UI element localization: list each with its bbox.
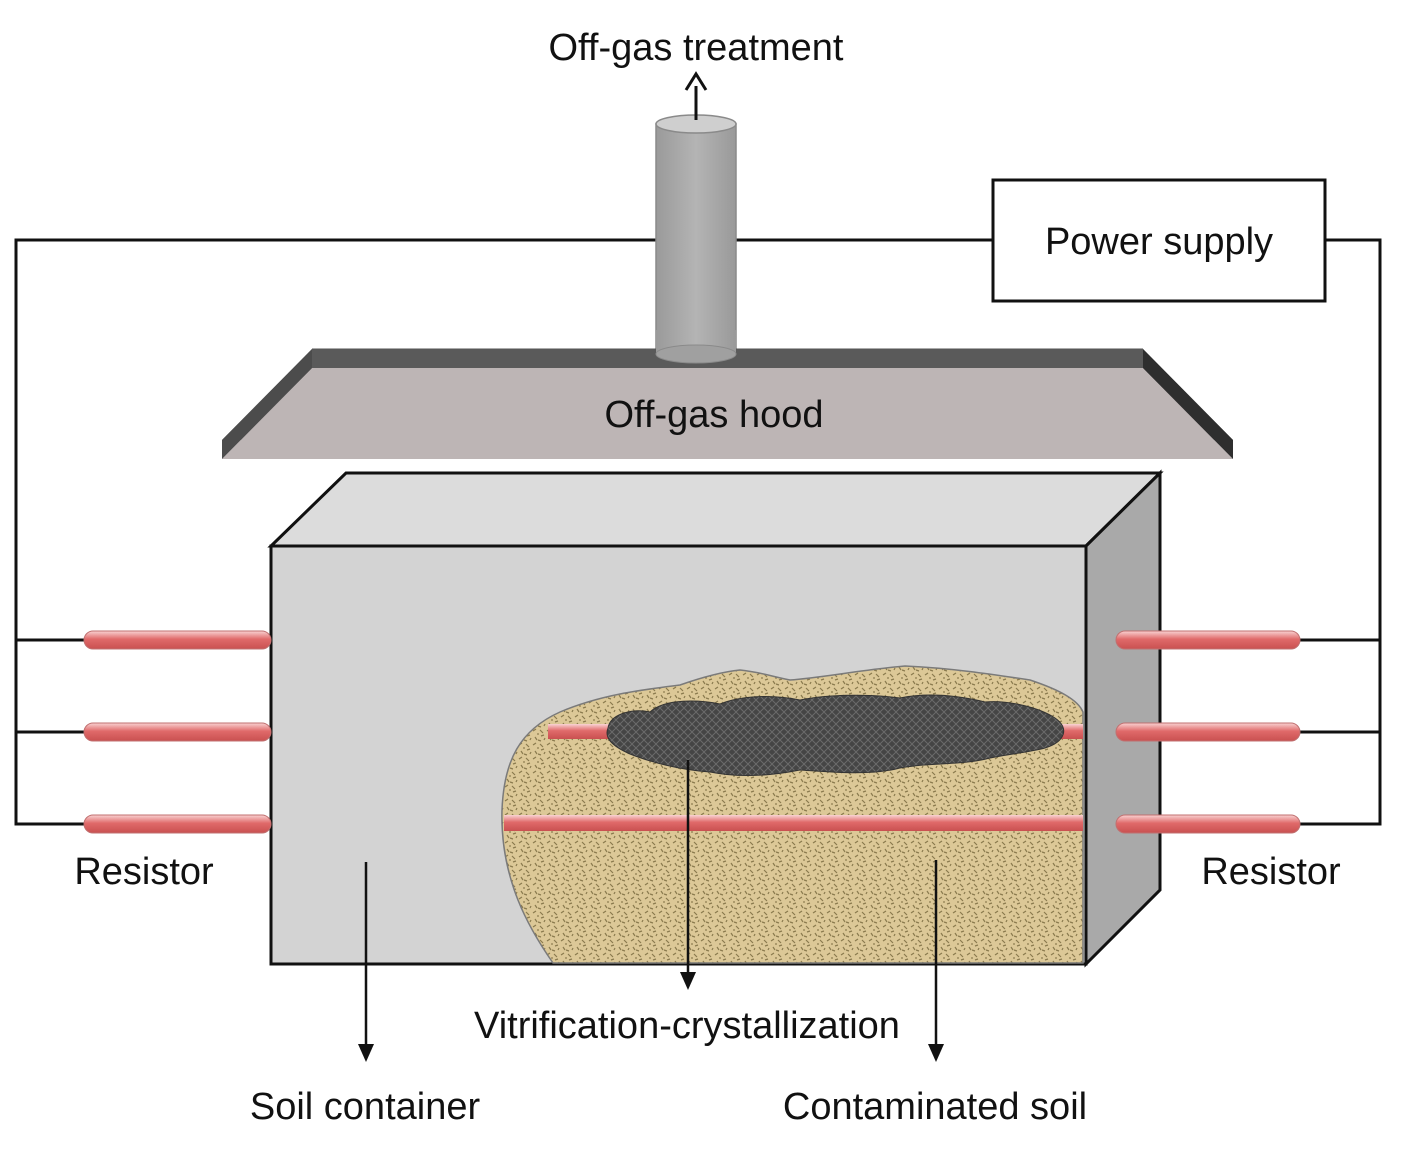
power-supply-box: Power supply: [991, 178, 1327, 303]
vitrification-label: Vitrification-crystallization: [474, 1005, 900, 1047]
left-resistors: [83, 630, 272, 834]
circuit-wires: [14, 238, 1382, 826]
contaminated-soil-label: Contaminated soil: [783, 1086, 1087, 1128]
resistor-rod: [1115, 722, 1301, 742]
chimney: [655, 114, 737, 365]
off-gas-hood-label: Off-gas hood: [604, 394, 823, 436]
left-wire: [14, 238, 993, 826]
right-resistors: [1115, 630, 1301, 834]
off-gas-treatment-label: Off-gas treatment: [549, 27, 844, 69]
arrow-down-icon: [928, 860, 944, 1062]
resistor-left-label: Resistor: [74, 851, 214, 893]
resistor-right-label: Resistor: [1201, 851, 1341, 893]
arrow-up-icon: [684, 71, 708, 120]
resistor-rod: [83, 722, 272, 742]
power-supply-label: Power supply: [1045, 221, 1273, 263]
right-wire: [1298, 238, 1382, 826]
resistor-rod: [83, 630, 272, 650]
vitrified-zone: [606, 694, 1065, 777]
arrow-down-icon: [358, 862, 374, 1062]
resistor-rod: [1115, 630, 1301, 650]
resistor-rod: [83, 814, 272, 834]
resistor-rod: [1115, 814, 1301, 834]
soil-container-label: Soil container: [250, 1086, 481, 1128]
off-gas-hood: [222, 348, 1233, 459]
arrow-down-icon: [680, 760, 696, 990]
